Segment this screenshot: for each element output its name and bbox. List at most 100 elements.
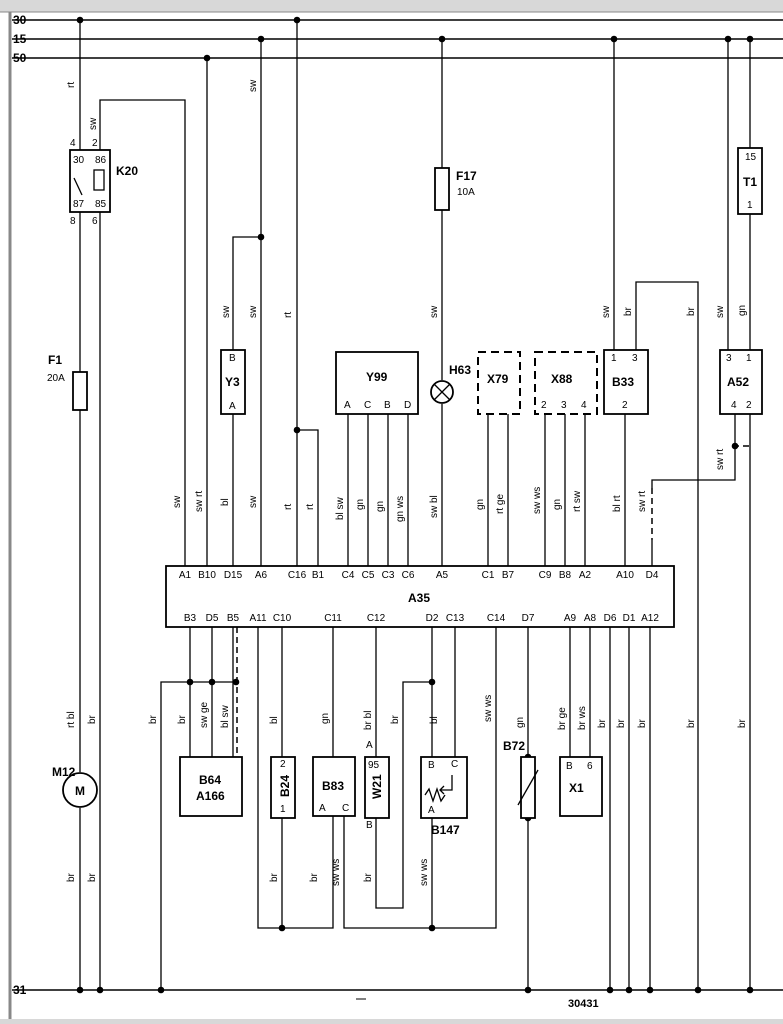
a35-pin-label: C16 (288, 570, 307, 581)
wire-label: rt (283, 312, 294, 318)
k20-pin-6: 6 (92, 216, 98, 227)
wire-label: gn (375, 501, 386, 512)
wires-x1 (569, 627, 591, 757)
t1-box (737, 147, 763, 215)
b147-label: B147 (431, 823, 460, 837)
wiper-arrow-icon (439, 775, 453, 795)
junction (186, 678, 194, 686)
wire-label: rt sw (572, 490, 583, 512)
wire-label: bl sw (220, 704, 231, 728)
b83-label: B83 (322, 779, 344, 793)
a35-pin-label: A6 (255, 570, 268, 581)
y99-pin-b: B (384, 400, 391, 411)
rail-label-15: 15 (13, 32, 27, 46)
b33-pin-2: 2 (622, 400, 628, 411)
k20-pin-87: 87 (73, 199, 85, 210)
t1-pin-15: 15 (745, 152, 757, 163)
wire-label: sw (601, 305, 612, 318)
wire-k20-to-a1 (99, 99, 186, 566)
b83-box (312, 756, 356, 817)
relay-coil-icon (93, 169, 105, 191)
wire-label: sw (172, 495, 183, 508)
junction (293, 16, 301, 24)
component-w21: 95 W21 A B (364, 740, 390, 831)
b24-box (270, 756, 296, 819)
a35-pin-label: D6 (604, 613, 617, 624)
k20-pin-85: 85 (95, 199, 107, 210)
y3-pin-b: B (229, 353, 236, 364)
w21-pin-b: B (366, 820, 373, 831)
k20-label: K20 (116, 164, 138, 178)
y99-box (335, 351, 419, 415)
junction (694, 986, 702, 994)
b33-box (603, 349, 649, 415)
b33-pin-3: 3 (632, 353, 638, 364)
a35-pin-label: A1 (179, 570, 192, 581)
junction (157, 986, 165, 994)
m12-label: M12 (52, 765, 76, 779)
b147-pin-b: B (428, 760, 435, 771)
a35-pin-label: C10 (273, 613, 292, 624)
y99-pin-c: C (364, 400, 371, 411)
b147-pin-c: C (451, 759, 458, 770)
wire-label: sw ws (419, 859, 430, 886)
k20-pin-2: 2 (92, 138, 98, 149)
wire-label: rt bl (66, 711, 77, 728)
a35-pin-label: A10 (616, 570, 634, 581)
wire-b83-c (343, 816, 432, 929)
module-a52: 3 1 A52 4 2 (719, 349, 763, 415)
junction (606, 986, 614, 994)
wire-c12-w21 (375, 627, 432, 909)
wire-label: sw ws (331, 859, 342, 886)
b147-box (420, 756, 468, 819)
m12-symbol: M (75, 784, 85, 798)
a52-pin-4: 4 (731, 400, 737, 411)
wire-label: sw rt (194, 491, 205, 512)
component-t1: 15 T1 1 (737, 147, 763, 215)
a52-box (719, 349, 763, 415)
x88-pin-3: 3 (561, 400, 567, 411)
a52-label: A52 (727, 375, 749, 389)
wire-label: sw (248, 495, 259, 508)
f17-label: F17 (456, 169, 477, 183)
junction (746, 986, 754, 994)
wire-label: sw (248, 79, 259, 92)
power-rails: 30 15 50 31 (12, 13, 783, 997)
wires-x88 (544, 414, 586, 566)
b64-label: B64 (199, 773, 221, 787)
x88-pin-4: 4 (581, 400, 587, 411)
x79-box (477, 351, 521, 415)
top-bar (0, 0, 783, 12)
junction (731, 442, 739, 450)
wire-label: br (637, 718, 648, 728)
junction (746, 35, 754, 43)
a35-pin-label: C11 (324, 613, 342, 624)
junction (724, 35, 732, 43)
f17-rating: 10A (457, 187, 475, 198)
wire-label: br (309, 872, 320, 882)
a35-pin-label: B10 (198, 570, 216, 581)
rail-label-50: 50 (13, 51, 27, 65)
junction (610, 35, 618, 43)
wire-label: br (87, 872, 98, 882)
sensor-b83: B83 A C (312, 756, 356, 817)
junction (646, 986, 654, 994)
x88-box (534, 351, 598, 415)
wire-label: gn (475, 499, 486, 510)
wire-label: sw ws (483, 695, 494, 722)
junction (76, 16, 84, 24)
junction (257, 233, 265, 241)
lamp-h63: H63 (430, 363, 471, 404)
wire-label: br (686, 718, 697, 728)
t1-label: T1 (743, 175, 757, 189)
lamp-cross-icon (433, 383, 451, 401)
junction (208, 678, 216, 686)
wire-label: rt (305, 504, 316, 510)
fuse-f17: F17 10A (434, 167, 477, 211)
wire-label: br (737, 718, 748, 728)
wire-label: br (66, 872, 77, 882)
b24-pin-1: 1 (280, 804, 286, 815)
motor-m12: M M12 (52, 765, 98, 808)
junction (278, 924, 286, 932)
